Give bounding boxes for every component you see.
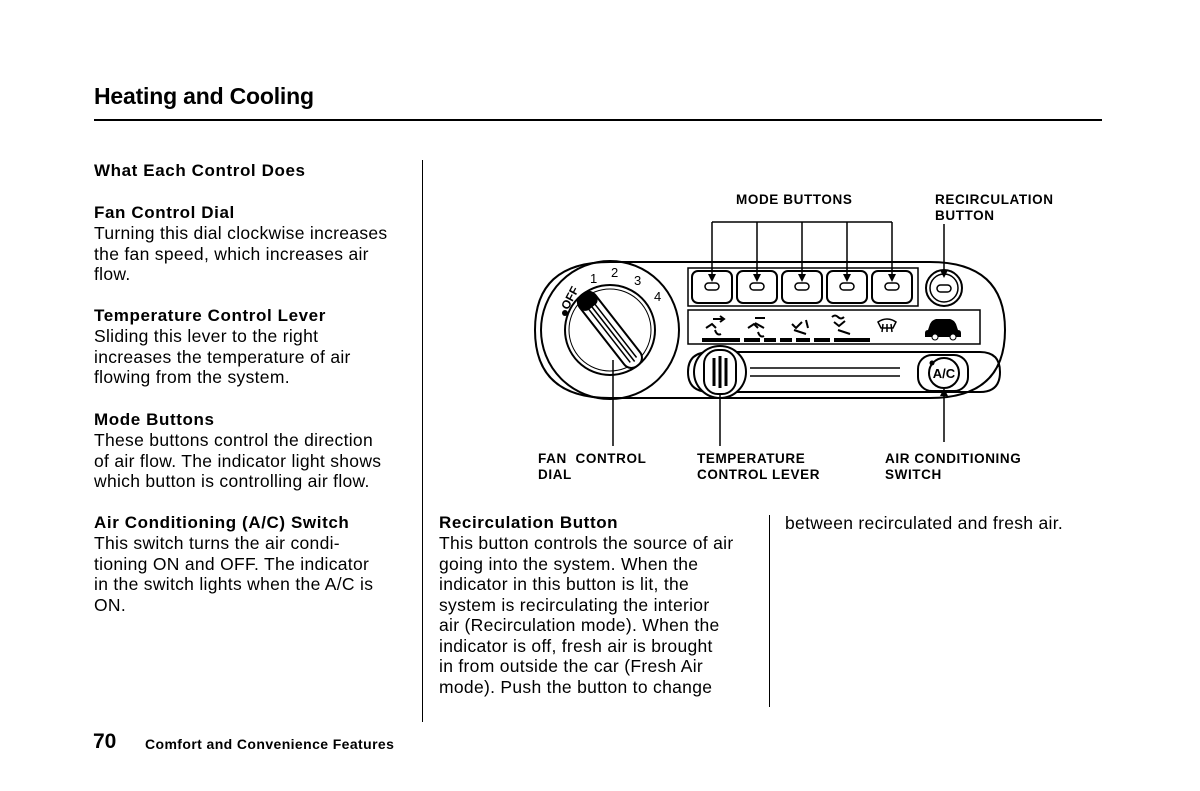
ac-switch: A/C: [917, 354, 969, 392]
text-line: of air flow. The indicator light shows: [94, 450, 382, 471]
mode-buttons-callout: [711, 221, 893, 280]
section-footer: Comfort and Convenience Features: [145, 736, 395, 752]
text-line: air (Recirculation mode). When the: [439, 615, 720, 635]
fan-control-section: Fan Control Dial Turning this dial clock…: [94, 203, 414, 285]
fan-control-dial-label: FAN CONTROL DIAL: [538, 451, 646, 483]
label-line: TEMPERATURE: [697, 451, 806, 466]
temperature-control-lever: [686, 345, 1002, 399]
mode-buttons-group: [687, 267, 919, 307]
text-line: These buttons control the direction: [94, 430, 373, 450]
text-line: flowing from the system.: [94, 367, 290, 387]
title-divider: [94, 119, 1102, 121]
text-line: increases the temperature of air: [94, 346, 351, 367]
mode-buttons-section: Mode Buttons These buttons control the d…: [94, 410, 414, 492]
label-line: CONTROL LEVER: [697, 467, 821, 482]
floor-defrost-mode-icon: [831, 314, 851, 335]
text-line: This button controls the source of air: [439, 533, 734, 553]
floor-mode-icon: [791, 319, 809, 335]
ac-switch-section: Air Conditioning (A/C) Switch This switc…: [94, 513, 414, 615]
dial-mark-2: 2: [611, 265, 618, 280]
recirculation-callout-arrow: [940, 270, 948, 278]
mode-icon-strip: [687, 309, 981, 345]
mode-buttons-callout-arrows: [708, 274, 896, 282]
fan-control-title: Fan Control Dial: [94, 203, 235, 222]
text-line: indicator is off, fresh air is brought: [439, 635, 713, 656]
ac-button-label: A/C: [933, 366, 956, 381]
text-line: in from outside the car (Fresh Air: [439, 656, 704, 676]
ac-switch-title: Air Conditioning (A/C) Switch: [94, 513, 350, 532]
text-line: Sliding this lever to the right: [94, 326, 319, 346]
mode-buttons-title: Mode Buttons: [94, 410, 215, 429]
bi-level-mode-icon: [747, 317, 765, 338]
dial-mark-4: 4: [654, 289, 661, 304]
vent-mode-icon: [705, 315, 726, 336]
column-divider-left: [422, 160, 423, 722]
label-line: FAN CONTROL: [538, 451, 647, 466]
text-line: in the switch lights when the A/C is: [94, 574, 374, 594]
label-line: SWITCH: [885, 467, 942, 482]
mode-buttons-text: These buttons control the direction of a…: [94, 430, 414, 492]
text-line: flow.: [94, 264, 131, 284]
text-line: the fan speed, which increases air: [94, 243, 369, 264]
ac-switch-text: This switch turns the air condi- tioning…: [94, 533, 414, 615]
temperature-lever-text: Sliding this lever to the right increase…: [94, 326, 414, 388]
text-line: going into the system. When the: [439, 553, 699, 574]
recirculation-title: Recirculation Button: [439, 513, 619, 532]
temperature-lever-title: Temperature Control Lever: [94, 306, 326, 325]
section-heading: What Each Control Does: [94, 161, 306, 180]
page-title: Heating and Cooling: [94, 83, 314, 109]
recirculation-text: This button controls the source of air g…: [439, 533, 761, 697]
recirculation-continued-text: between recirculated and fresh air.: [785, 513, 1064, 533]
text-line: which button is controlling air flow.: [94, 471, 370, 491]
page-number: 70: [93, 730, 117, 753]
defrost-mode-icon: [877, 318, 897, 333]
recirculation-button-label: RECIRCULATION BUTTON: [935, 192, 1054, 224]
text-line: This switch turns the air condi-: [94, 533, 340, 553]
fan-control-dial: [540, 260, 680, 400]
temperature-control-lever-label: TEMPERATURE CONTROL LEVER: [697, 451, 820, 483]
label-line: BUTTON: [935, 208, 995, 223]
dial-mark-1: 1: [590, 271, 597, 286]
label-line: AIR CONDITIONING: [885, 451, 1022, 466]
recirculation-car-icon: [925, 319, 961, 341]
control-panel-outline: [533, 261, 1007, 399]
climate-control-diagram: OFF 1 2 3 4: [533, 221, 1007, 446]
temperature-lever-section: Temperature Control Lever Sliding this l…: [94, 306, 414, 388]
column-divider-right: [769, 515, 770, 707]
recirculation-section: Recirculation Button This button control…: [439, 513, 761, 697]
ac-callout-arrow: [940, 388, 948, 396]
text-line: mode). Push the button to change: [439, 676, 713, 697]
text-line: ON.: [94, 594, 127, 615]
fan-control-text: Turning this dial clockwise increases th…: [94, 223, 414, 285]
air-conditioning-switch-label: AIR CONDITIONING SWITCH: [885, 451, 1021, 483]
text-line: tioning ON and OFF. The indicator: [94, 553, 370, 574]
label-line: DIAL: [538, 467, 572, 482]
label-line: RECIRCULATION: [935, 192, 1054, 207]
dial-mark-3: 3: [634, 273, 641, 288]
text-line: system is recirculating the interior: [439, 594, 710, 615]
text-line: indicator in this button is lit, the: [439, 574, 690, 594]
mode-buttons-label: MODE BUTTONS: [736, 192, 853, 207]
text-line: Turning this dial clockwise increases: [94, 223, 388, 243]
